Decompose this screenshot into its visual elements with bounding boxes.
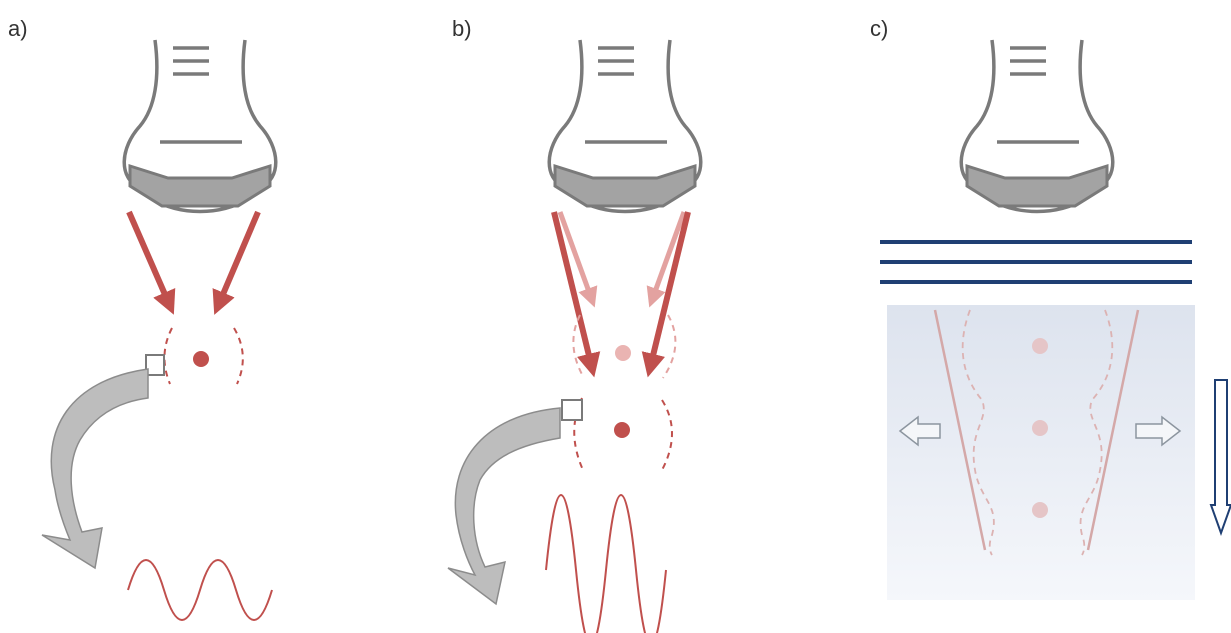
panel-c: [880, 40, 1231, 600]
panel-b: [448, 40, 701, 633]
beam-arrow: [129, 212, 170, 306]
sample-box-icon: [562, 400, 582, 420]
focal-point-faded: [615, 345, 631, 361]
wavefront-right: [662, 400, 672, 470]
transducer-icon: [961, 40, 1113, 212]
down-arrow-icon: [1211, 380, 1231, 533]
focal-point: [193, 351, 209, 367]
focal-point-faded: [1032, 338, 1048, 354]
focal-point-faded: [1032, 502, 1048, 518]
panel-a: [42, 40, 276, 620]
focal-point: [614, 422, 630, 438]
beam-arrow: [218, 212, 258, 306]
wavefront-left: [164, 328, 172, 384]
wavefront-faded: [663, 315, 675, 378]
focal-point-faded: [1032, 420, 1048, 436]
echo-signal: [546, 495, 666, 633]
transducer-icon: [549, 40, 701, 212]
wavefront-right: [234, 328, 243, 384]
transducer-icon: [124, 40, 276, 212]
echo-signal: [128, 560, 272, 620]
curved-arrow-icon: [42, 369, 148, 568]
curved-arrow-icon: [448, 408, 560, 604]
